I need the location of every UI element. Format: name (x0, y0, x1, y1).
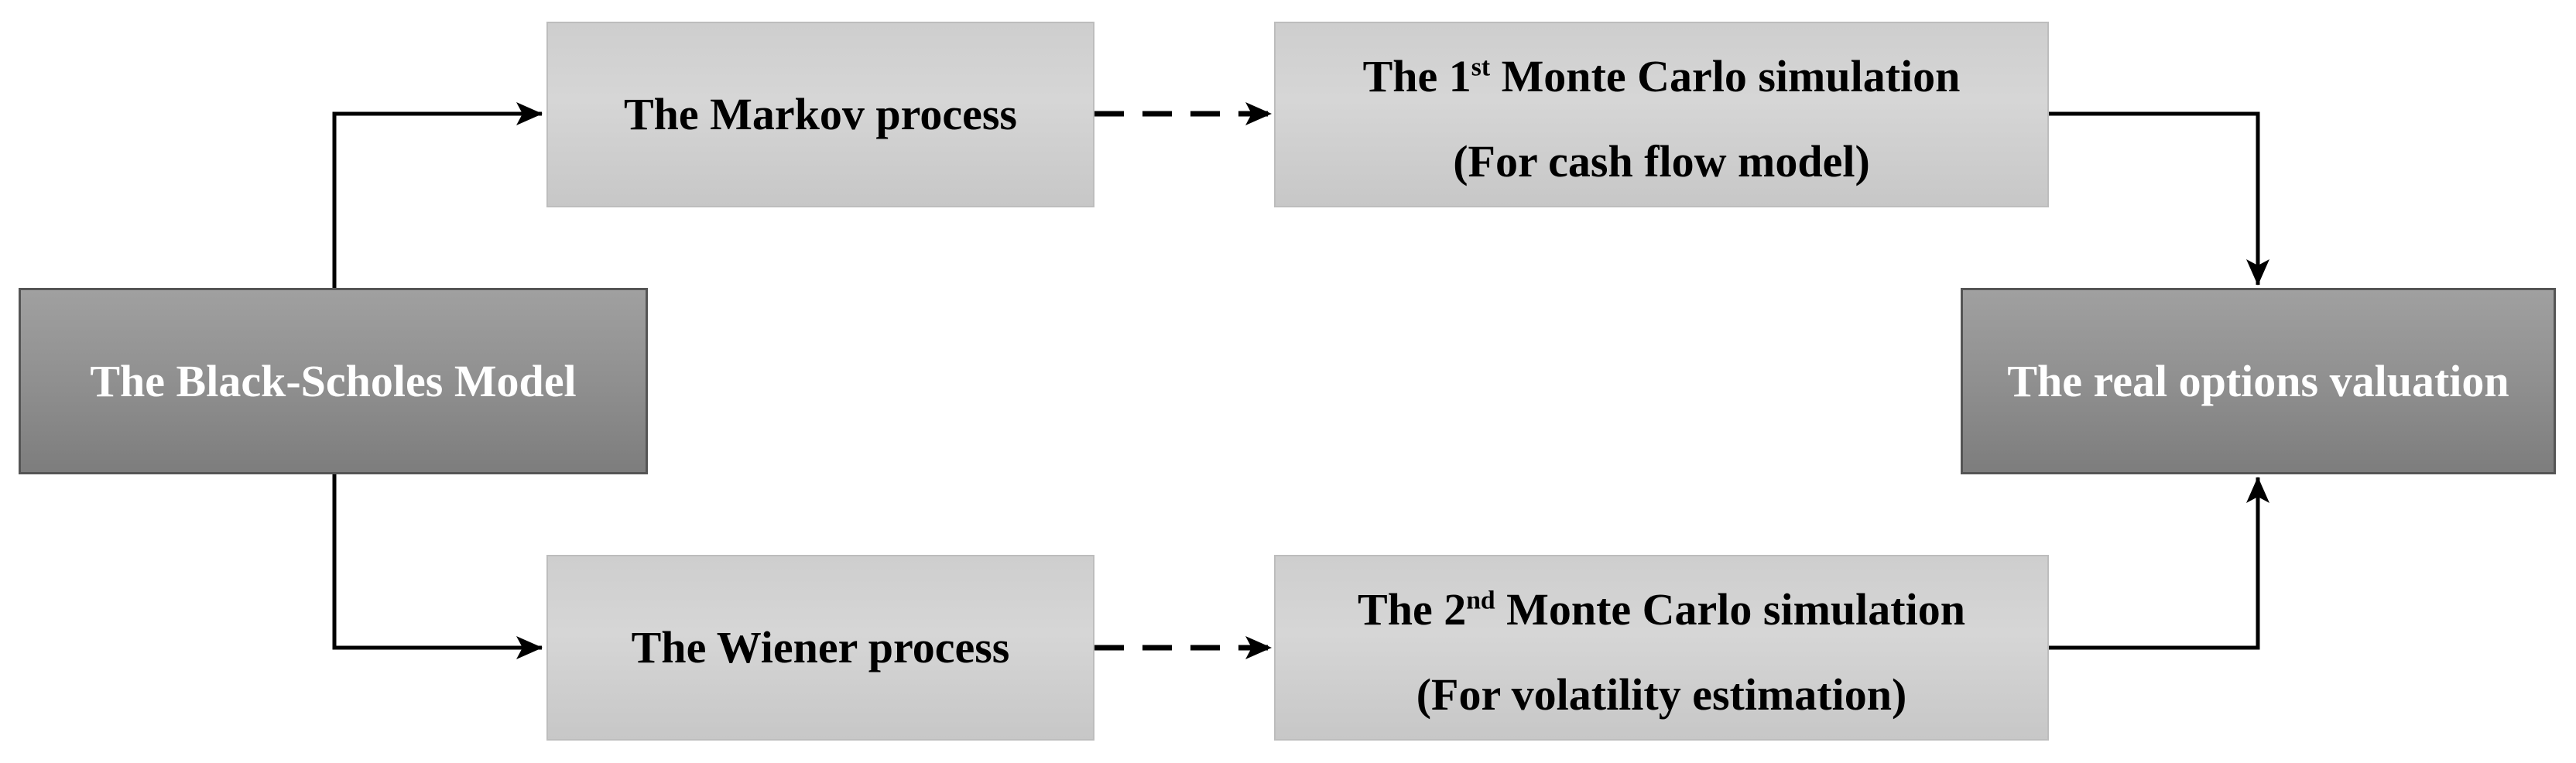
node-label-line2: (For volatility estimation) (1416, 669, 1907, 720)
node-label-line1: The 2nd Monte Carlo simulation (1358, 584, 1965, 635)
connector-black-scholes-to-markov (332, 102, 543, 288)
node-black-scholes-model: The Black-Scholes Model (19, 288, 648, 474)
node-second-monte-carlo-simulation: The 2nd Monte Carlo simulation (For vola… (1274, 555, 2049, 741)
node-label: The Black-Scholes Model (90, 355, 577, 406)
connector-black-scholes-to-wiener (332, 474, 543, 659)
connector-mc1-to-real-options (2049, 111, 2269, 286)
ordinal-superscript: st (1471, 53, 1491, 82)
node-wiener-process: The Wiener process (546, 555, 1094, 741)
node-real-options-valuation: The real options valuation (1961, 288, 2556, 474)
node-label-line1: The 1st Monte Carlo simulation (1362, 51, 1961, 101)
node-label-line2: (For cash flow model) (1453, 136, 1870, 186)
node-label: The Markov process (623, 89, 1017, 139)
connector-mc2-to-real-options (2049, 477, 2269, 650)
node-markov-process: The Markov process (546, 22, 1094, 207)
node-first-monte-carlo-simulation: The 1st Monte Carlo simulation (For cash… (1274, 22, 2049, 207)
node-label: The real options valuation (2007, 355, 2509, 406)
node-label: The Wiener process (631, 622, 1010, 672)
ordinal-superscript: nd (1466, 586, 1495, 615)
